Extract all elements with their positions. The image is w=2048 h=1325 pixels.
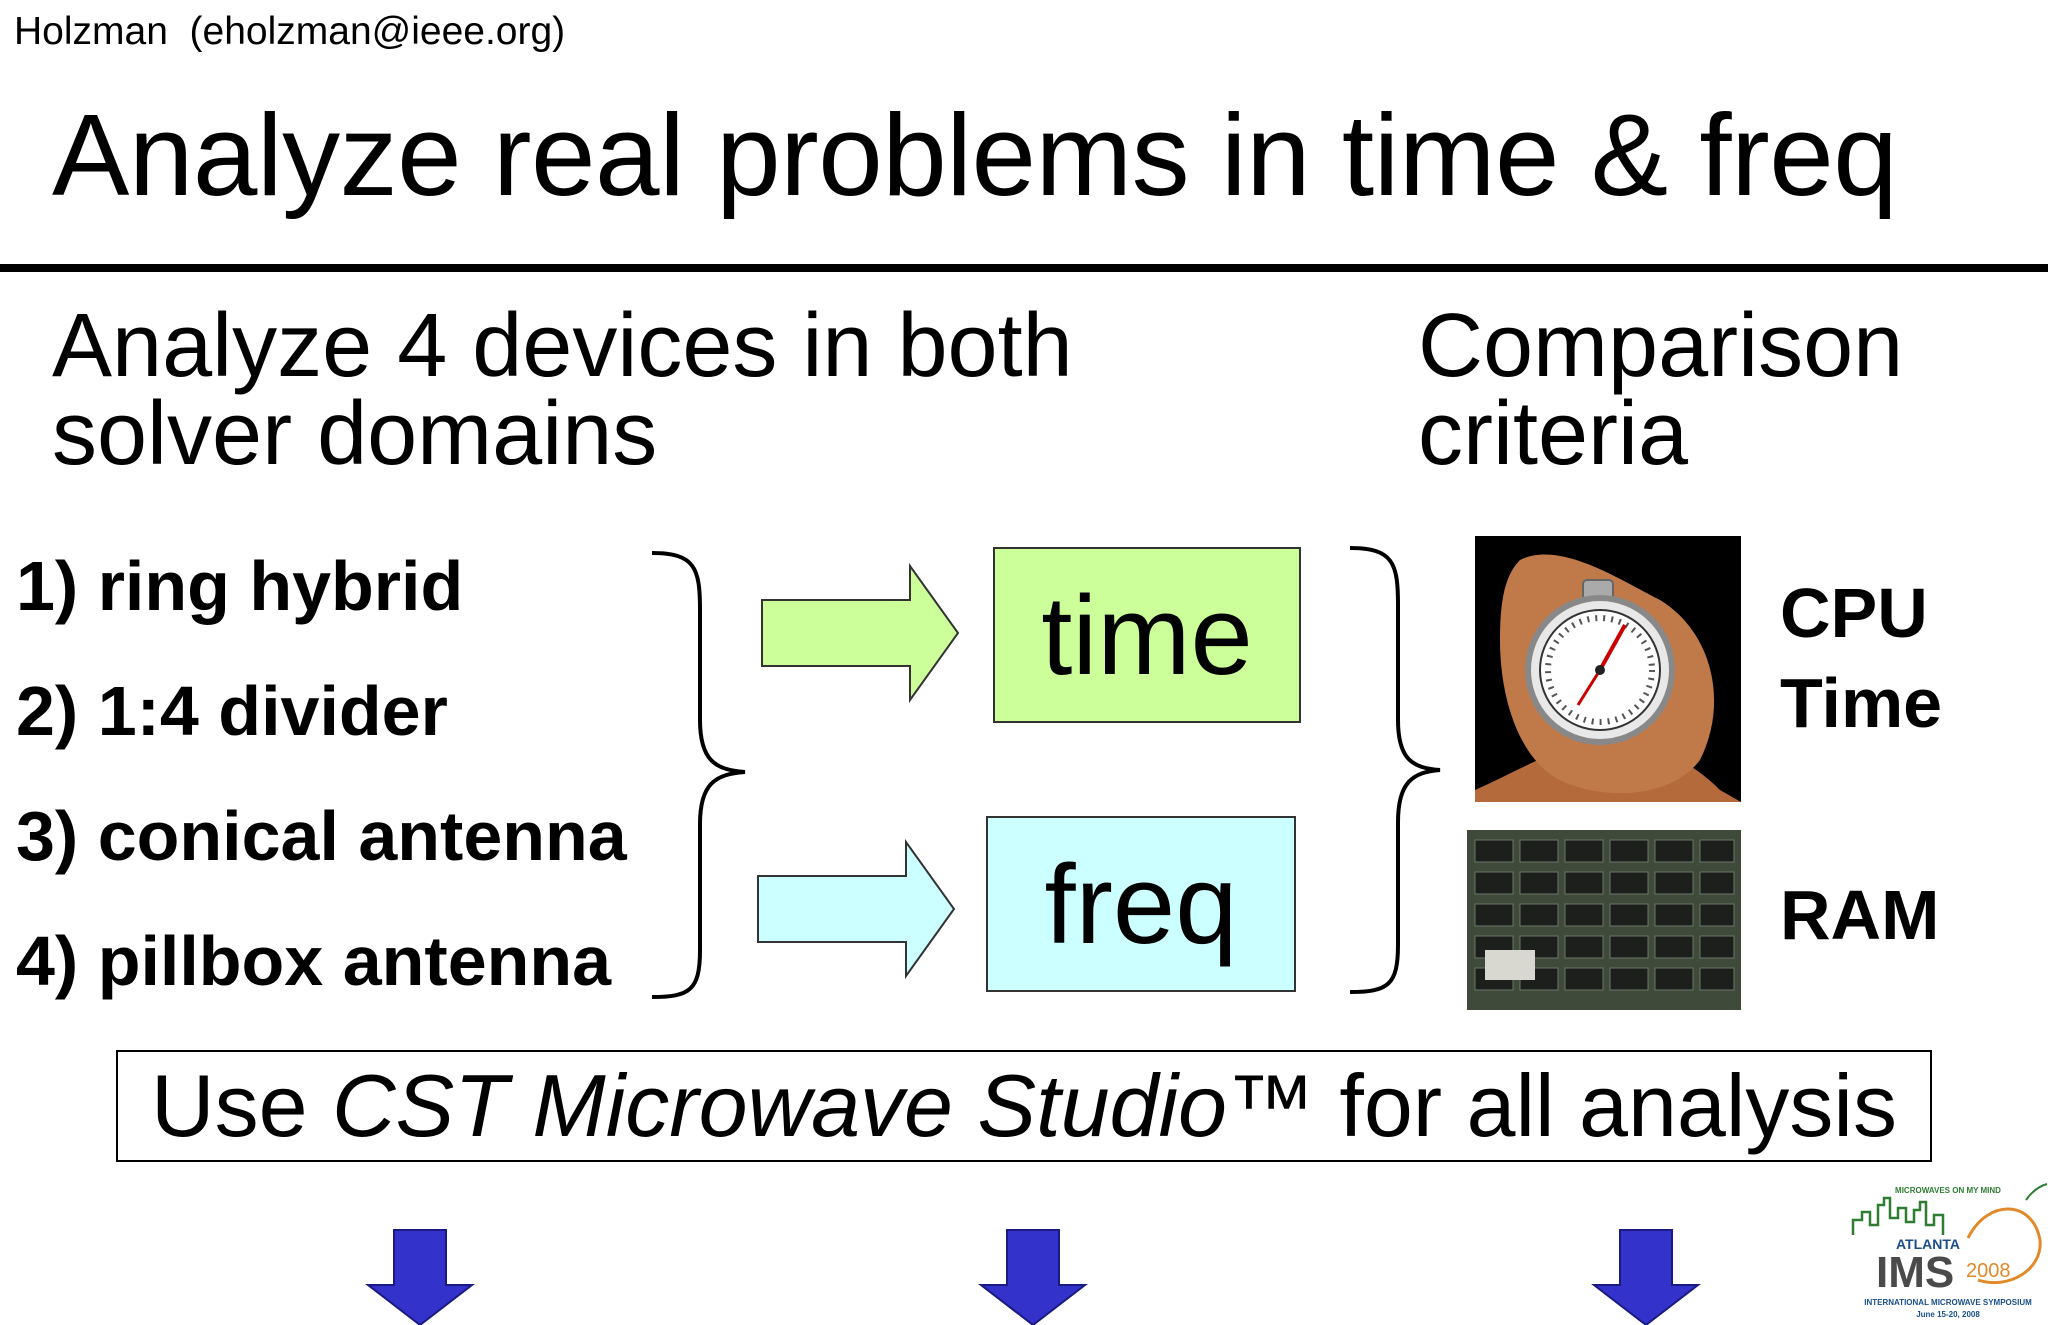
devices-heading: Analyze 4 devices in both solver domains [52, 296, 1302, 484]
author-credit: Holzman (eholzman@ieee.org) [14, 10, 566, 53]
criteria-heading: Comparison criteria [1418, 296, 2018, 484]
criteria-heading-line2: criteria [1418, 384, 1689, 484]
freq-domain-box: freq [986, 816, 1296, 992]
time-domain-box: time [993, 547, 1301, 723]
ims-2008-logo: MICROWAVES ON MY MIND ATLANTA IMS 2008 I… [1848, 1180, 2048, 1325]
logo-tagline: MICROWAVES ON MY MIND [1895, 1186, 2001, 1195]
cst-prefix: Use [151, 1056, 332, 1155]
cpu-label: CPU [1780, 574, 1928, 652]
down-arrow-icon [365, 1229, 475, 1325]
devices-heading-line1: Analyze 4 devices in both [52, 296, 1073, 396]
skyline-icon [1851, 1183, 2048, 1285]
time-label: Time [1780, 664, 1943, 742]
title-divider [0, 264, 2048, 272]
stopwatch-icon [1475, 536, 1741, 802]
logo-name: IMS [1876, 1248, 1955, 1297]
device-item-1: 1) ring hybrid [16, 547, 464, 625]
criteria-heading-line1: Comparison [1418, 296, 1904, 396]
down-arrow-icon [1591, 1229, 1701, 1325]
cpu-time-label: CPU Time [1780, 568, 1942, 748]
device-item-2: 2) 1:4 divider [16, 672, 448, 750]
devices-heading-line2: solver domains [52, 384, 658, 484]
devices-brace [651, 551, 746, 999]
slide-title: Analyze real problems in time & freq [52, 90, 1898, 220]
domains-brace [1349, 546, 1441, 994]
logo-year: 2008 [1966, 1260, 2011, 1282]
logo-fullname: INTERNATIONAL MICROWAVE SYMPOSIUM [1864, 1298, 2032, 1307]
ram-chip-icon [1467, 830, 1741, 1010]
cst-statement-box: Use CST Microwave Studio ™ for all analy… [116, 1050, 1932, 1162]
time-arrow-icon [761, 562, 960, 704]
ram-label: RAM [1780, 876, 1940, 954]
logo-dates: June 15-20, 2008 [1916, 1310, 1980, 1319]
cst-suffix: ™ for all analysis [1226, 1056, 1897, 1155]
freq-arrow-icon [757, 838, 956, 980]
down-arrow-icon [978, 1229, 1088, 1325]
logo-city: ATLANTA [1895, 1236, 1961, 1252]
device-item-3: 3) conical antenna [16, 797, 627, 875]
cst-product-name: CST Microwave Studio [331, 1056, 1227, 1155]
device-item-4: 4) pillbox antenna [16, 922, 612, 1000]
